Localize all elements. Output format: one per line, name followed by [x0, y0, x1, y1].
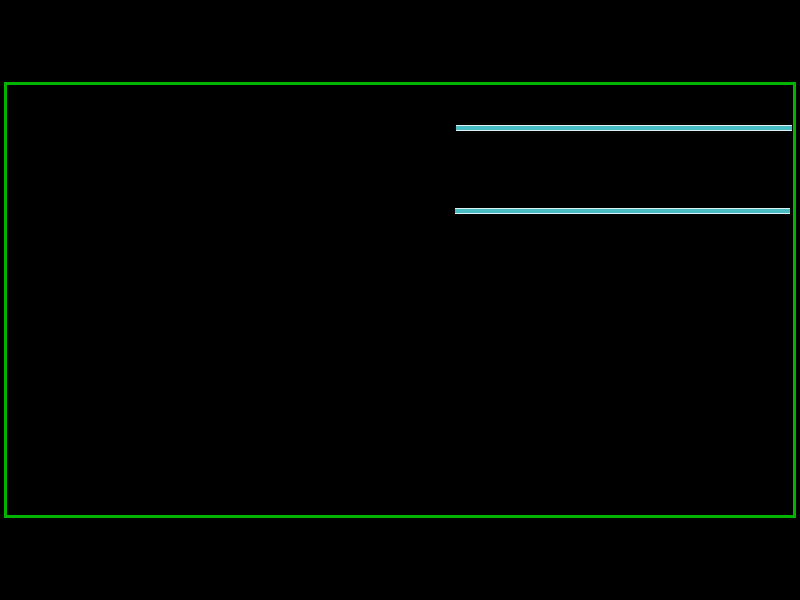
teal-line-top	[456, 125, 792, 131]
teal-line-bottom	[455, 208, 790, 214]
green-frame-rectangle	[4, 82, 796, 518]
